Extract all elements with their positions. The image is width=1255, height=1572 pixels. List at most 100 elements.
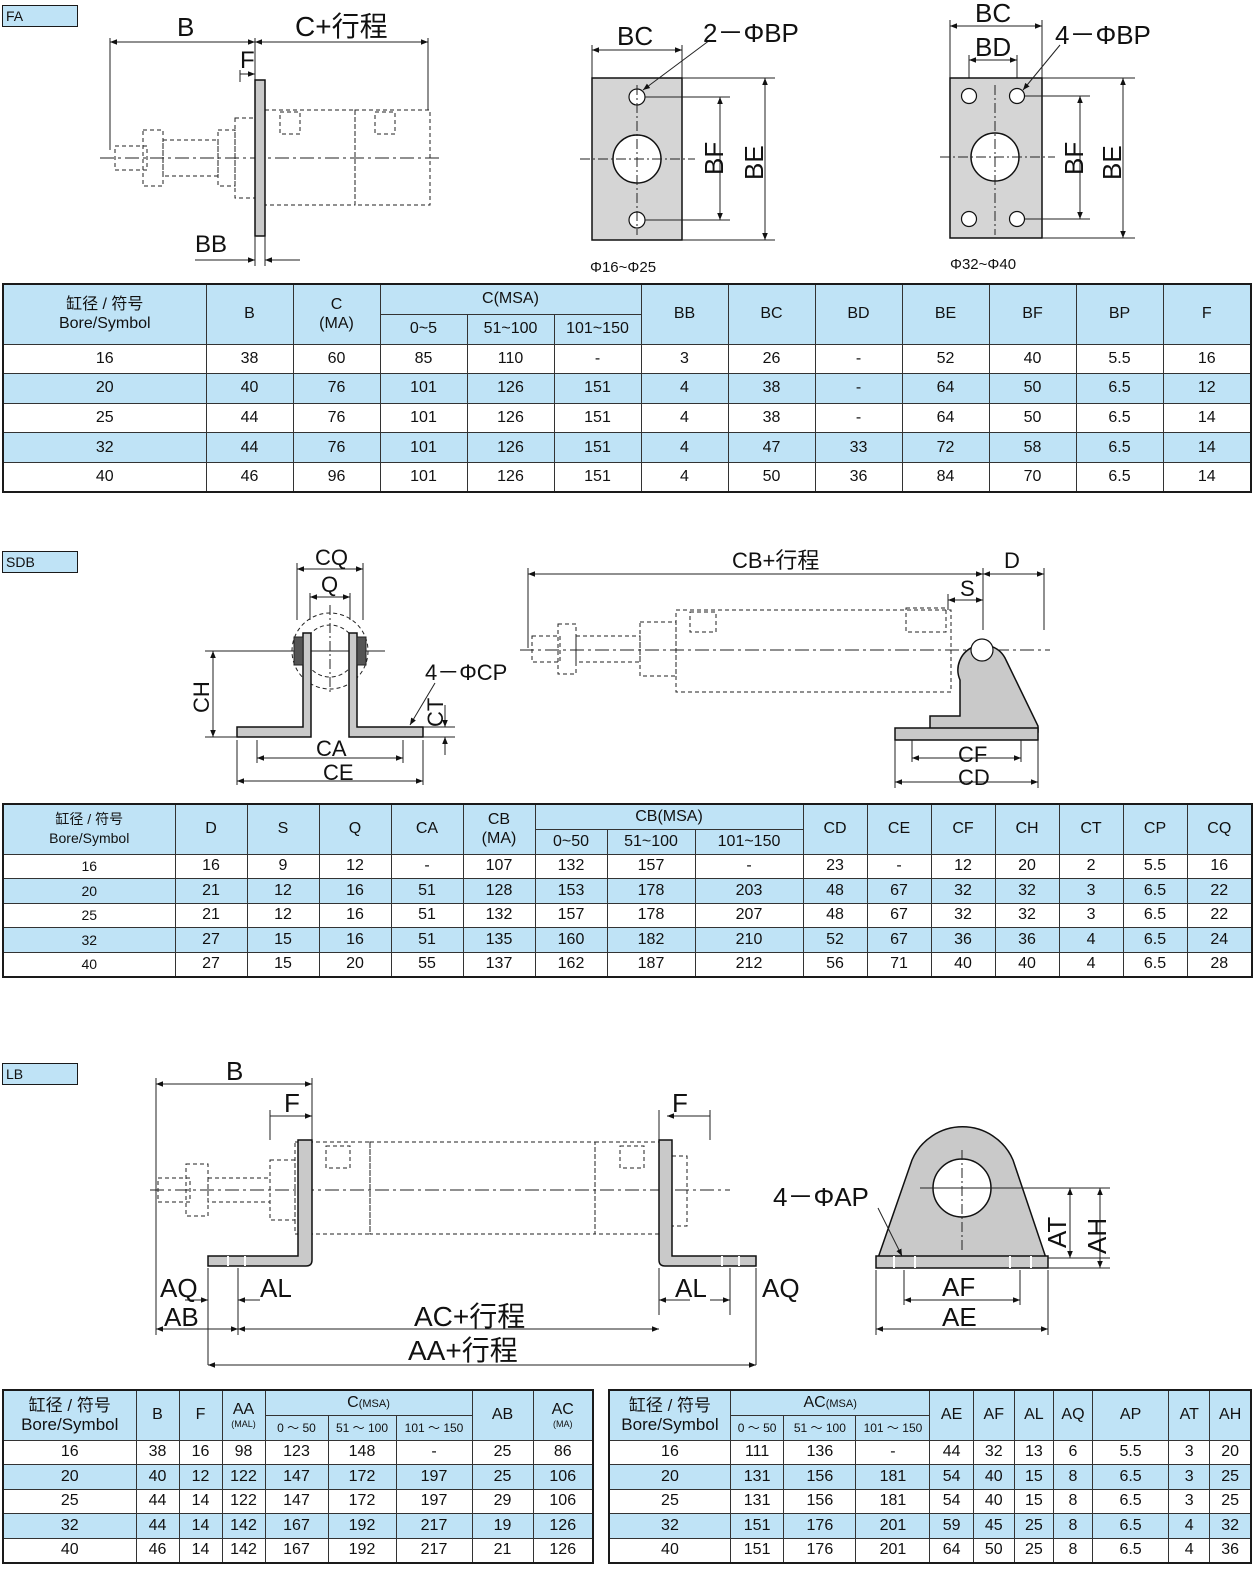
- value-cell: 26: [727, 343, 816, 375]
- value-cell: 207: [694, 902, 804, 929]
- value-cell: 126: [466, 432, 555, 463]
- value-cell: 16: [318, 927, 392, 953]
- value-cell: 12: [1162, 373, 1252, 404]
- value-cell: 36: [1209, 1537, 1252, 1564]
- value-cell: 51: [390, 878, 464, 904]
- value-cell: 178: [606, 902, 696, 929]
- value-cell: 33: [814, 432, 903, 463]
- lb-dim-ac-stroke: AC+行程: [414, 1301, 525, 1332]
- lb-foot-end-view-drawing: 4－ΦAP AT AH AF AE: [773, 1126, 1112, 1335]
- value-cell: 6: [1052, 1439, 1094, 1466]
- value-cell: 12: [930, 853, 996, 880]
- fa-dim-bf-small: BF: [699, 142, 729, 175]
- value-cell: 20: [318, 951, 392, 978]
- value-cell: 48: [802, 902, 868, 929]
- value-cell: 40: [988, 343, 1077, 375]
- value-cell: 8: [1052, 1464, 1094, 1490]
- value-cell: 84: [901, 461, 990, 493]
- value-cell: 126: [532, 1537, 594, 1564]
- value-cell: 122: [221, 1464, 266, 1490]
- value-cell: 153: [534, 878, 608, 904]
- sdb-dim-s: S: [960, 576, 975, 601]
- value-cell: 2: [1058, 853, 1124, 880]
- sdb-dim-ca: CA: [316, 736, 347, 761]
- value-cell: 15: [246, 927, 320, 953]
- bore-cell: 25: [2, 902, 176, 929]
- value-cell: 45: [972, 1513, 1015, 1539]
- bore-cell: 40: [2, 461, 207, 493]
- sdb-header-col: CH: [994, 803, 1060, 855]
- value-cell: 21: [174, 878, 248, 904]
- value-cell: 40: [135, 1464, 180, 1490]
- value-cell: 27: [174, 927, 248, 953]
- value-cell: 14: [1162, 461, 1252, 493]
- lb-right-header-sub: 51 ～ 100: [783, 1414, 857, 1441]
- lb-right-header-col: AF: [972, 1389, 1015, 1441]
- fa-header-col: BF: [988, 283, 1077, 345]
- value-cell: 3: [1168, 1439, 1211, 1466]
- value-cell: 126: [532, 1513, 594, 1539]
- value-cell: 3: [1058, 902, 1124, 929]
- lb-dim-b: B: [226, 1056, 243, 1086]
- lb-left-header-f: F: [178, 1389, 223, 1441]
- value-cell: 5.5: [1092, 1439, 1170, 1466]
- value-cell: 50: [727, 461, 816, 493]
- value-cell: 4: [640, 432, 729, 463]
- lb-right-header-col: AE: [929, 1389, 974, 1441]
- lb-dim-af: AF: [942, 1272, 975, 1302]
- sdb-dim-4-cp: 4－ΦCP: [425, 660, 507, 685]
- value-cell: 52: [901, 343, 990, 375]
- value-cell: 4: [1168, 1513, 1211, 1539]
- fa-dim-b: B: [177, 12, 194, 42]
- fa-dim-4-bp: 4－ΦBP: [1055, 20, 1151, 50]
- value-cell: 172: [327, 1488, 397, 1515]
- value-cell: 86: [532, 1439, 594, 1466]
- value-cell: 157: [606, 853, 696, 880]
- sdb-dim-ce: CE: [323, 760, 354, 785]
- value-cell: 6.5: [1075, 432, 1164, 463]
- value-cell: 16: [1186, 853, 1253, 880]
- fa-header-col: BB: [640, 283, 729, 345]
- value-cell: 197: [395, 1464, 473, 1490]
- lb-right-header-col: AQ: [1052, 1389, 1094, 1441]
- value-cell: 142: [221, 1513, 266, 1539]
- value-cell: 12: [246, 878, 320, 904]
- value-cell: 25: [1013, 1537, 1054, 1564]
- bore-cell: 40: [2, 951, 176, 978]
- fa-header-c-msa: C(MSA): [379, 283, 642, 315]
- sdb-header-sub: 51~100: [606, 828, 696, 855]
- fa-header-col: BC: [727, 283, 816, 345]
- value-cell: 32: [972, 1439, 1015, 1466]
- value-cell: 151: [553, 432, 642, 463]
- sdb-header-col: S: [246, 803, 320, 855]
- bore-cell: 20: [2, 878, 176, 904]
- value-cell: 106: [532, 1488, 594, 1515]
- value-cell: 40: [972, 1464, 1015, 1490]
- value-cell: 32: [994, 878, 1060, 904]
- lb-side-view-drawing: B F F AQ AB AL AL AQ AC+行程 AA+行程: [150, 1056, 800, 1368]
- lb-right-header-ac-msa: AC(MSA): [729, 1389, 931, 1416]
- fa-header-col: F: [1162, 283, 1252, 345]
- value-cell: 14: [178, 1513, 223, 1539]
- lb-left-header-ac: AC(MA): [532, 1389, 594, 1441]
- lb-left-header-sub: 51 ～ 100: [327, 1414, 397, 1441]
- lb-right-header-col: AT: [1168, 1389, 1211, 1441]
- value-cell: 40: [930, 951, 996, 978]
- fa-dim-be-small: BE: [739, 145, 769, 180]
- fa-dim-2-bp: 2－ΦBP: [703, 18, 799, 48]
- lb-dim-ab: AB: [164, 1302, 199, 1332]
- value-cell: -: [814, 373, 903, 404]
- lb-right-header-sub: 101 ～ 150: [855, 1414, 931, 1441]
- value-cell: 6.5: [1075, 461, 1164, 493]
- value-cell: 210: [694, 927, 804, 953]
- value-cell: 187: [606, 951, 696, 978]
- fa-header-col: BE: [901, 283, 990, 345]
